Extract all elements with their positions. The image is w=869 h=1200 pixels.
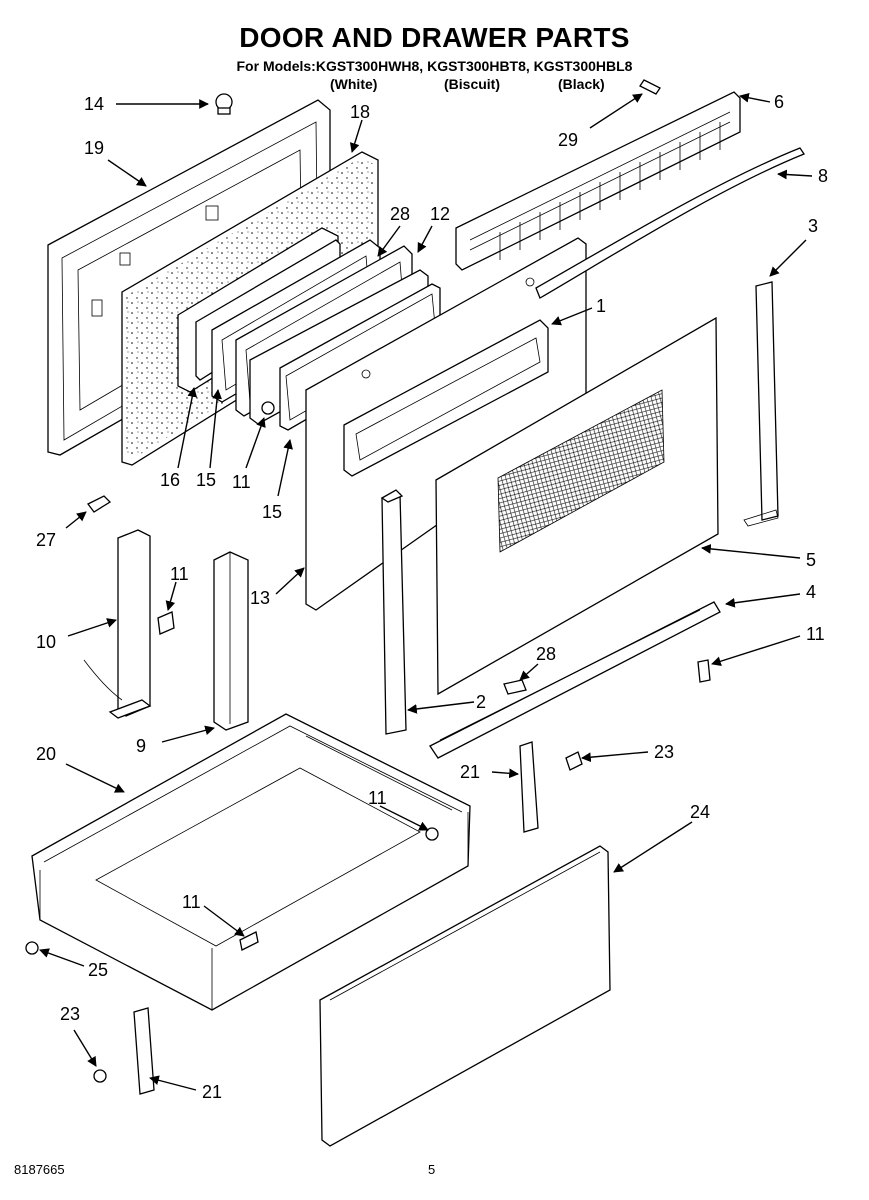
callout-24: 24 (690, 802, 710, 822)
screw-14 (215, 93, 233, 115)
screw-11-trim (697, 659, 711, 683)
callout-29: 29 (558, 130, 578, 150)
callout-9: 9 (136, 736, 146, 756)
variant-black: (Black) (558, 76, 605, 92)
screw-25 (25, 941, 39, 955)
callout-15-upper: 15 (196, 470, 216, 490)
callout-8: 8 (818, 166, 828, 186)
callout-4: 4 (806, 582, 816, 602)
callout-28-lower: 28 (536, 644, 556, 664)
callout-11-drawer-low: 11 (182, 892, 201, 912)
outer-door-panel (435, 316, 719, 696)
control-vent-panel (455, 91, 741, 271)
variant-white: (White) (330, 76, 378, 92)
hinge-bracket (213, 551, 249, 731)
drawer-body (31, 713, 471, 1011)
door-handle (535, 147, 805, 299)
variant-biscuit: (Biscuit) (444, 76, 500, 92)
screw-11-drawer (425, 827, 439, 841)
right-side-trim (743, 281, 779, 527)
callout-11-hinge: 11 (170, 564, 189, 584)
clip-28-lower (503, 679, 527, 695)
callout-16: 16 (160, 470, 180, 490)
callout-14: 14 (84, 94, 104, 114)
callout-21-lower: 21 (202, 1082, 222, 1102)
callout-6: 6 (774, 92, 784, 112)
screw-29 (639, 79, 661, 95)
screw-23-lower (93, 1069, 107, 1083)
document-number: 8187665 (14, 1162, 65, 1177)
drawer-glide-upper (519, 741, 539, 833)
screw-11-hinge (157, 611, 175, 635)
callout-15-lower: 15 (262, 502, 282, 522)
callout-11-upper: 11 (232, 472, 251, 492)
callout-19: 19 (84, 138, 104, 158)
callout-10: 10 (36, 632, 56, 652)
callout-28-top: 28 (390, 204, 410, 224)
callout-12: 12 (430, 204, 450, 224)
callout-13: 13 (250, 588, 270, 608)
callout-2: 2 (476, 692, 486, 712)
leader-arrows (39, 92, 813, 1091)
callout-23-lower: 23 (60, 1004, 80, 1024)
callout-27: 27 (36, 530, 56, 550)
screw-23-upper (565, 751, 583, 771)
screw-11-drawer-low (239, 931, 259, 951)
page-title: DOOR AND DRAWER PARTS (239, 22, 630, 53)
callout-25: 25 (88, 960, 108, 980)
callout-21-upper: 21 (460, 762, 480, 782)
callout-1: 1 (596, 296, 606, 316)
left-side-trim (380, 489, 407, 735)
screw-11-top (261, 401, 275, 415)
callout-18: 18 (350, 102, 370, 122)
callout-11-drawer: 11 (368, 788, 387, 808)
door-hinge (83, 529, 152, 719)
models-line: For Models:KGST300HWH8, KGST300HBT8, KGS… (236, 58, 633, 74)
drawer-glide-lower (133, 1007, 155, 1095)
page-number: 5 (428, 1162, 436, 1177)
callout-23-upper: 23 (654, 742, 674, 762)
door-bottom-trim (429, 601, 721, 759)
callout-3: 3 (808, 216, 818, 236)
callout-11-trim: 11 (806, 624, 825, 644)
clip-part (87, 495, 112, 513)
drawer-front (319, 845, 611, 1147)
callout-20: 20 (36, 744, 56, 764)
callout-5: 5 (806, 550, 816, 570)
